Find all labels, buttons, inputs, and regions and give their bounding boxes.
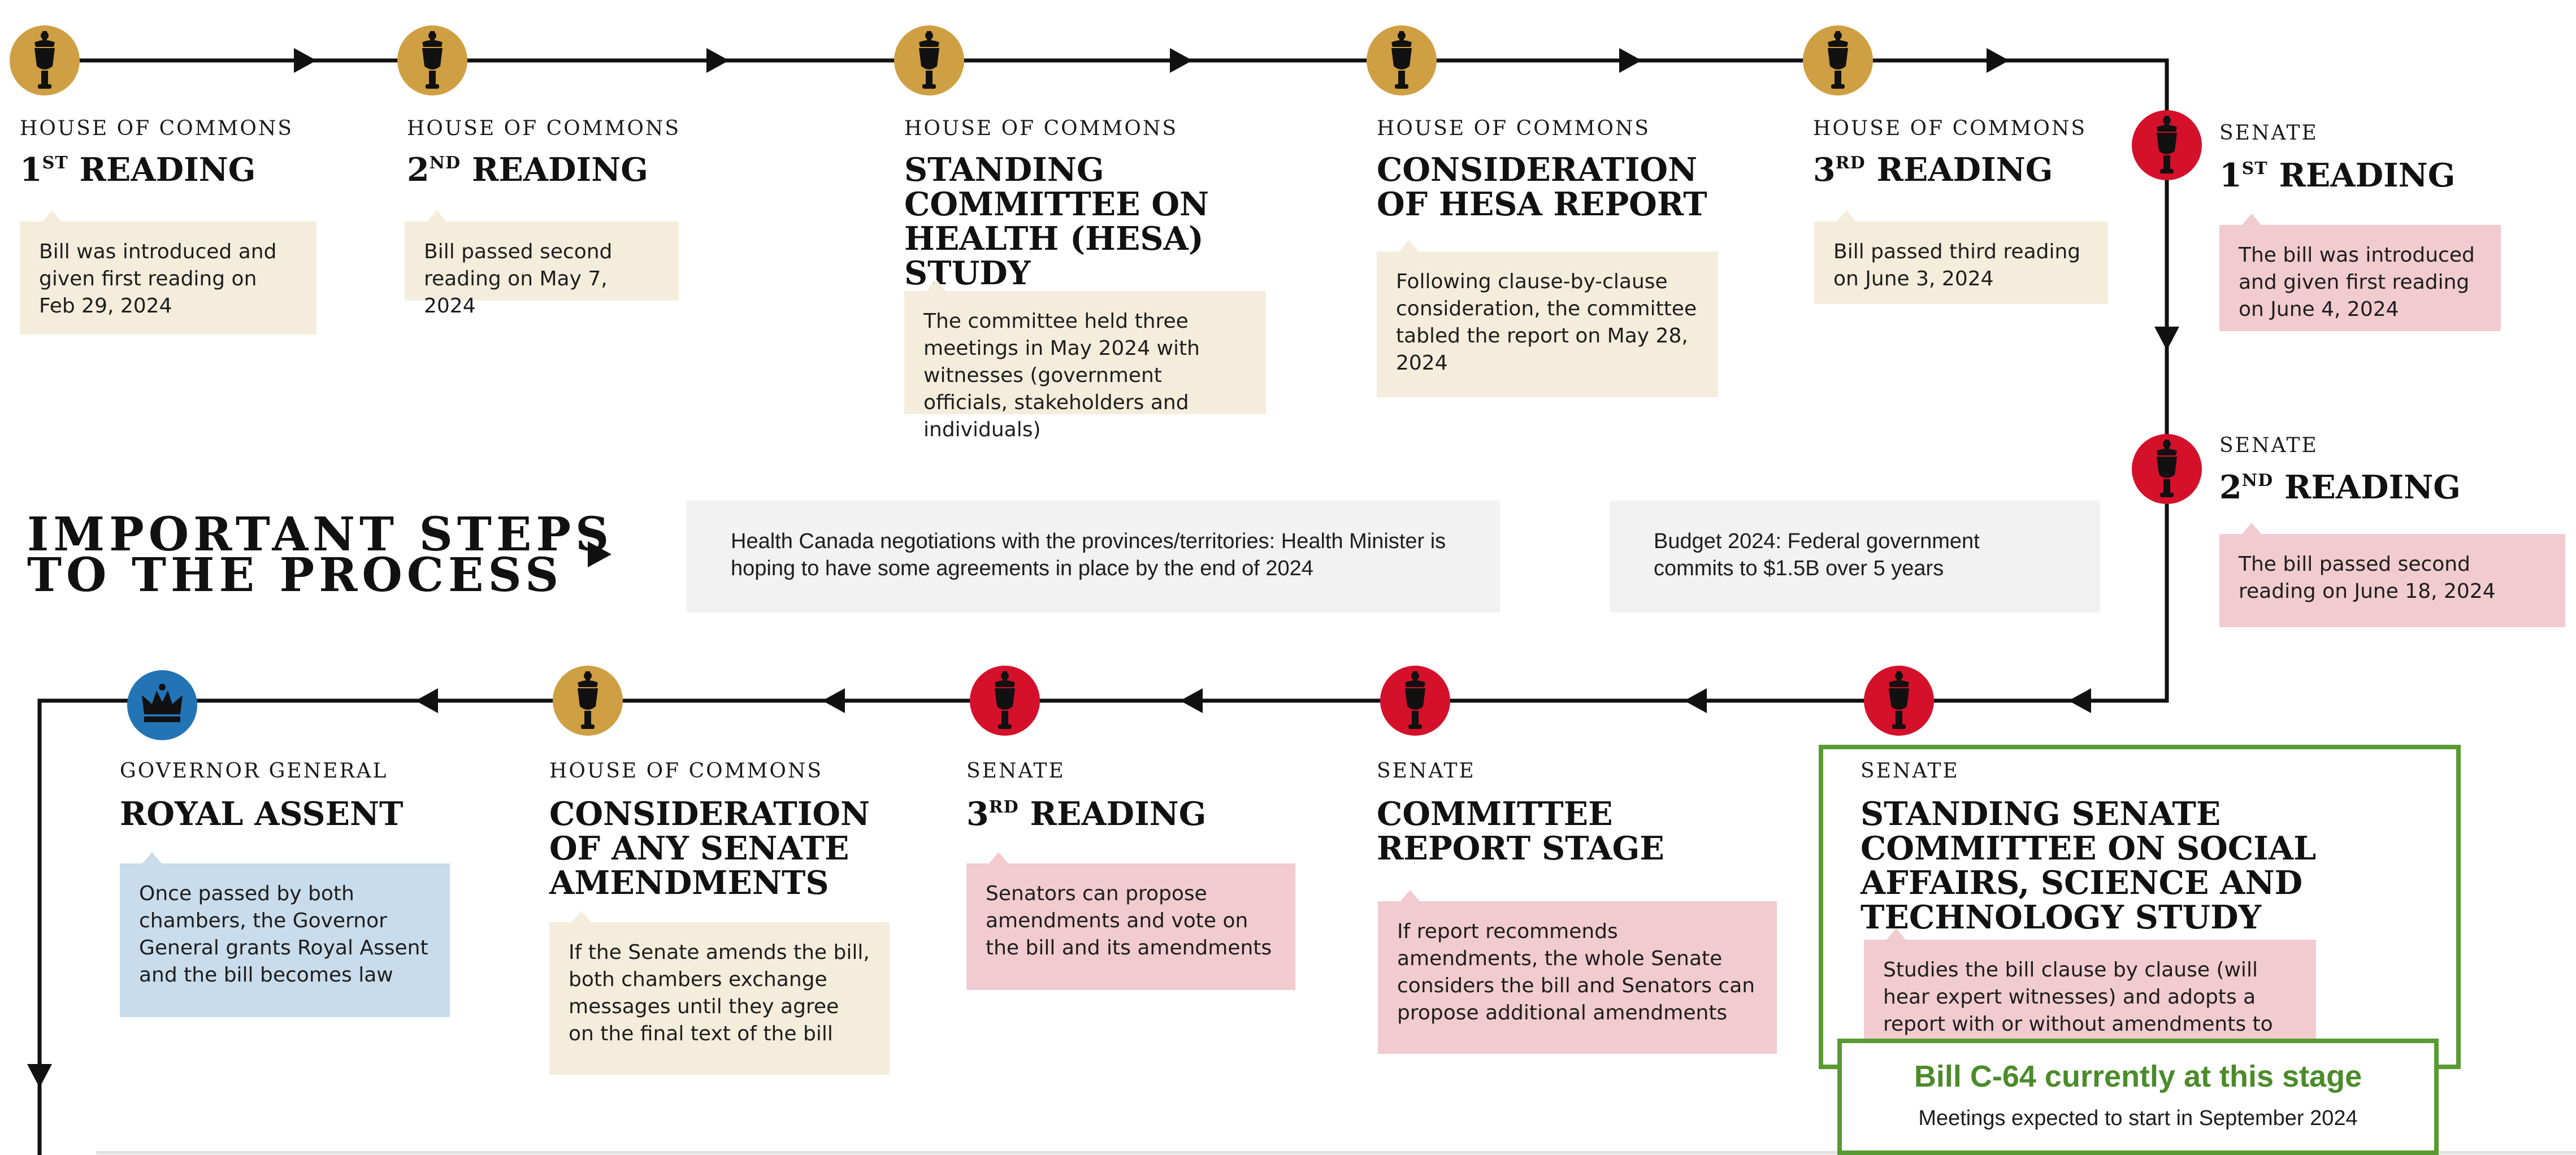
note-budget-2024: Budget 2024: Federal government commits … <box>1610 501 2100 613</box>
stage-description: Once passed by both chambers, the Govern… <box>120 852 450 1017</box>
current-stage-callout: Bill C-64 currently at this stage Meetin… <box>1837 1039 2439 1155</box>
stage-chamber: SENATE <box>2219 121 2318 145</box>
stage-title: 1ST READING <box>2219 157 2456 194</box>
stage-title: 3RD READING <box>1813 151 2053 189</box>
stage-description: The bill passed second reading on June 1… <box>2219 523 2565 627</box>
stage-chamber: HOUSE OF COMMONS <box>1813 117 2087 140</box>
stage-title: ROYAL ASSENT <box>120 795 404 833</box>
stage-chamber: HOUSE OF COMMONS <box>549 759 823 783</box>
stage-chamber: SENATE <box>1861 759 1959 783</box>
stage-title: CONSIDERATION OF HESA REPORT <box>1377 151 1707 223</box>
stage-description: Bill passed third reading on June 3, 202… <box>1814 210 2108 304</box>
stage-description: The committee held three meetings in May… <box>904 280 1266 441</box>
stage-title: 3RD READING <box>966 795 1207 833</box>
senate-mace-icon <box>2132 434 2202 504</box>
mace-icon <box>553 666 623 736</box>
stage-chamber: HOUSE OF COMMONS <box>1377 117 1651 140</box>
senate-mace-icon <box>2132 110 2202 180</box>
senate-mace-icon <box>1380 666 1450 736</box>
stage-description: Bill passed second reading on May 7, 202… <box>405 210 679 318</box>
note-health-canada: Health Canada negotiations with the prov… <box>687 501 1501 613</box>
stage-chamber: HOUSE OF COMMONS <box>904 117 1178 140</box>
mace-icon <box>397 25 467 95</box>
stage-title: CONSIDERATION OF ANY SENATE AMENDMENTS <box>549 795 870 902</box>
senate-mace-icon <box>1864 666 1934 736</box>
stage-description: Bill was introduced and given first read… <box>20 210 316 335</box>
stage-title: 2ND READING <box>2219 468 2461 506</box>
current-stage-subtitle: Meetings expected to start in September … <box>1918 1106 2358 1130</box>
stage-chamber: GOVERNOR GENERAL <box>120 759 388 783</box>
crown-icon <box>127 670 197 740</box>
stage-title: STANDING SENATE COMMITTEE ON SOCIAL AFFA… <box>1861 795 2317 936</box>
stage-description: Studies the bill clause by clause (will … <box>1864 928 2316 1063</box>
stage-title: 2ND READING <box>407 151 648 189</box>
mace-icon <box>894 25 964 95</box>
stage-description: Senators can propose amendments and vote… <box>966 852 1295 990</box>
stage-chamber: SENATE <box>2219 434 2318 457</box>
stage-description: If the Senate amends the bill, both cham… <box>549 911 890 1075</box>
stage-chamber: SENATE <box>966 759 1065 783</box>
mace-icon <box>10 25 80 95</box>
stage-description: If report recommends amendments, the who… <box>1378 890 1777 1054</box>
stage-chamber: HOUSE OF COMMONS <box>407 117 681 140</box>
play-arrow-icon <box>588 541 612 567</box>
important-steps-heading: IMPORTANT STEPS TO THE PROCESS <box>27 507 614 602</box>
stage-chamber: SENATE <box>1377 759 1476 783</box>
stage-title: COMMITTEE REPORT STAGE <box>1377 795 1664 867</box>
senate-mace-icon <box>970 666 1040 736</box>
mace-icon <box>1803 25 1873 95</box>
stage-description: Following clause-by-clause consideration… <box>1377 240 1718 397</box>
stage-description: The bill was introduced and given first … <box>2219 214 2501 331</box>
stage-title: 1ST READING <box>20 151 256 189</box>
current-stage-title: Bill C-64 currently at this stage <box>1914 1060 2362 1093</box>
stage-chamber: HOUSE OF COMMONS <box>20 117 294 140</box>
stage-title: STANDING COMMITTEE ON HEALTH (HESA) STUD… <box>904 151 1209 292</box>
mace-icon <box>1367 25 1437 95</box>
